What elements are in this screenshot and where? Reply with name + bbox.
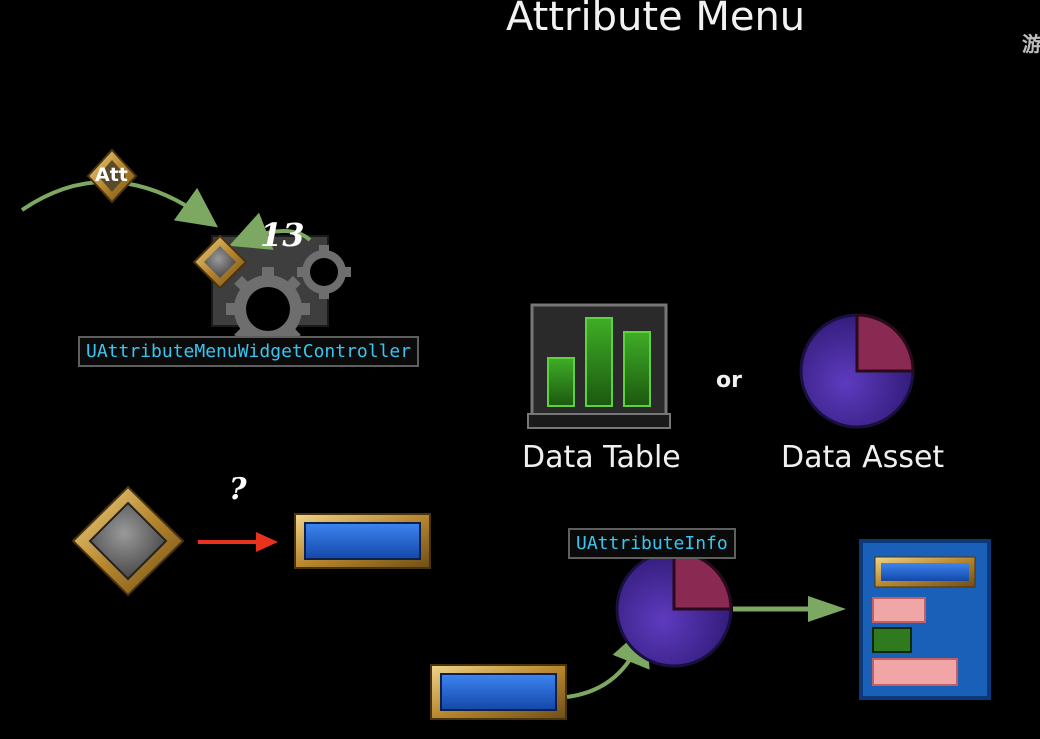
attribute-gem-icon [71,485,185,597]
question-label: ? [229,472,247,507]
attribute-row-widget [294,513,431,569]
info-flow-arrow [566,625,650,699]
small-gear-icon [297,245,351,299]
row-widget-bottom [430,664,567,720]
attribute-info-pie-icon [615,550,733,668]
attribute-info-label: UAttributeInfo [568,528,736,559]
widget-controller-label: UAttributeMenuWidgetController [78,336,420,367]
or-label: or [716,368,742,393]
data-table-icon [527,303,671,429]
corner-watermark: 游 [1022,32,1040,56]
page-title: Attribute Menu [506,0,806,40]
red-arrow [198,532,278,552]
count-arrow [229,212,312,250]
att-gem-icon [86,148,138,204]
menu-flow-arrow [733,596,846,622]
data-asset-caption: Data Asset [781,440,945,475]
data-table-caption: Data Table [522,440,681,475]
att-label: Att [95,164,128,186]
data-asset-icon [799,313,915,429]
small-gem-icon [192,234,248,290]
count-label: 13 [260,216,305,254]
attribute-menu-panel-icon [859,539,991,700]
